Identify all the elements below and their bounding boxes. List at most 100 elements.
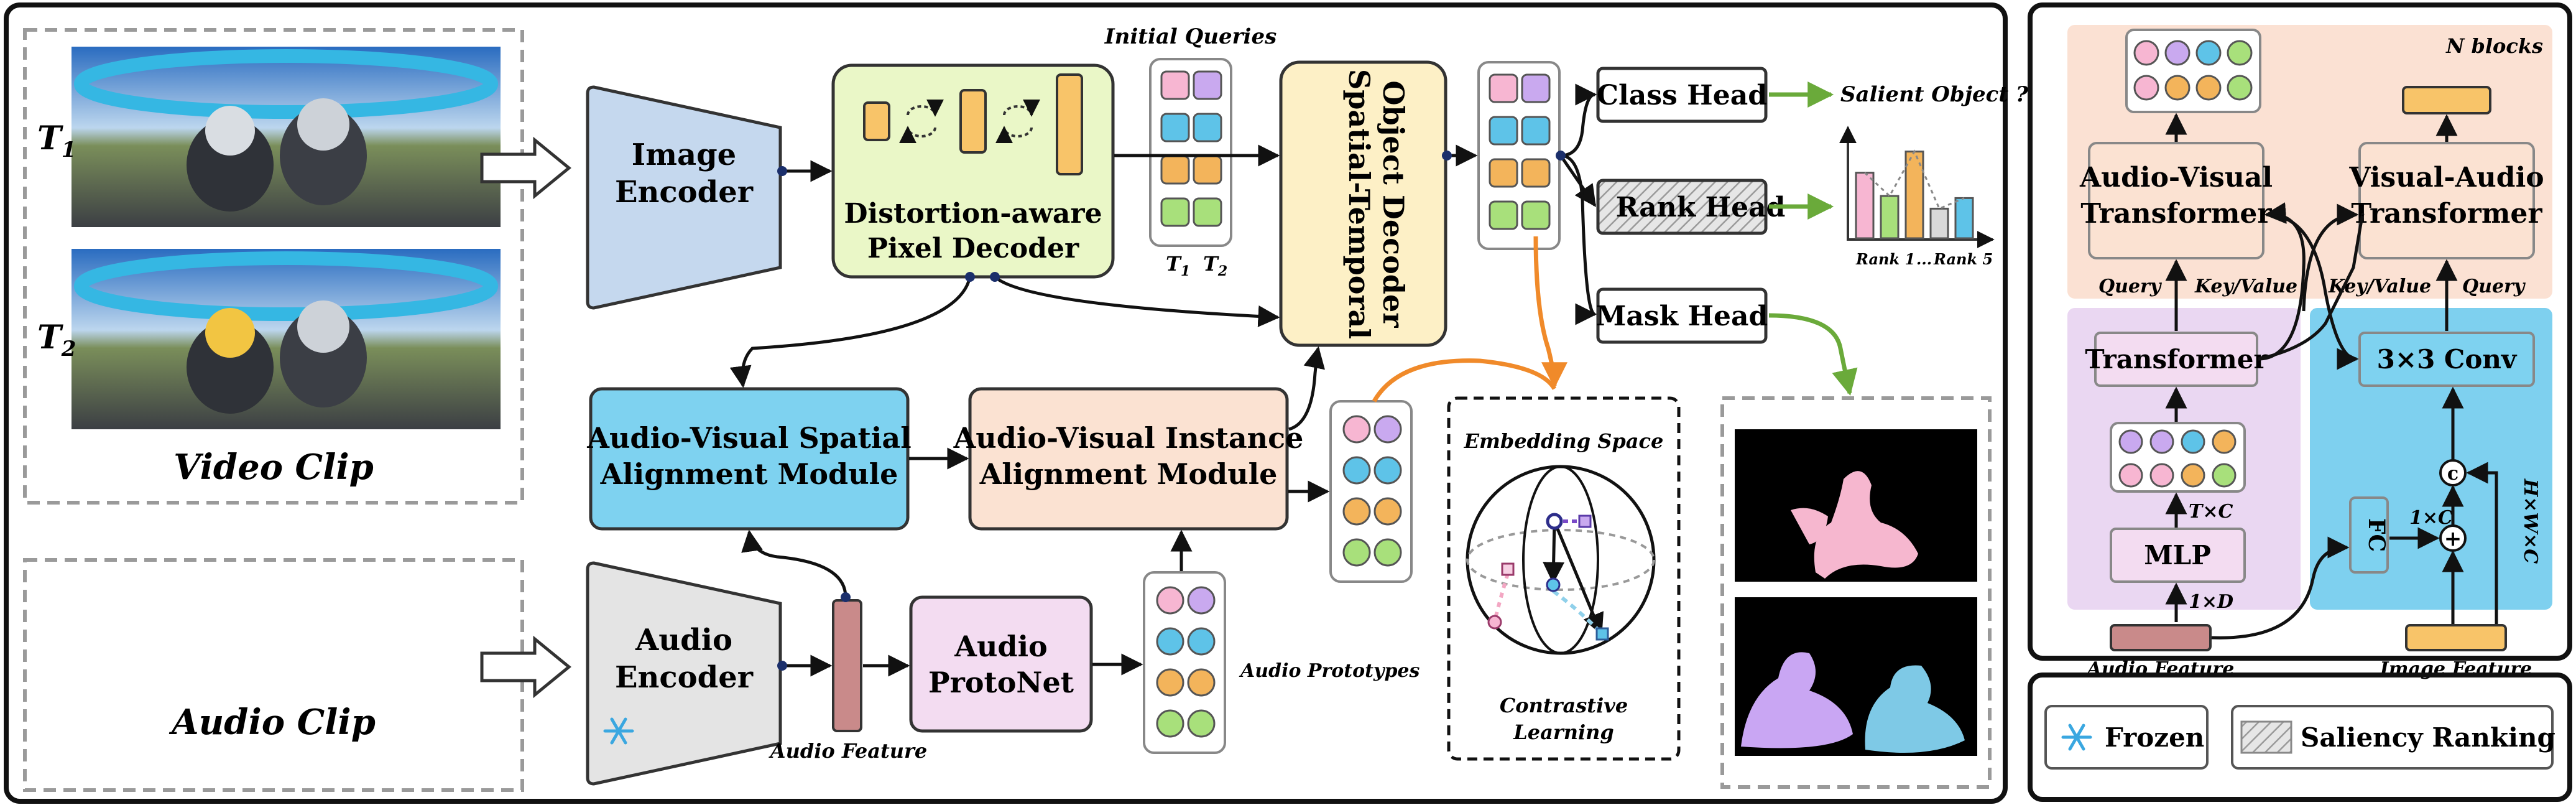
instance-query-token: [1342, 497, 1371, 526]
rank-head-label: Rank Head: [1616, 192, 1786, 223]
left-connectors: [729, 83, 1597, 677]
rank-axis-rank5: Rank 5: [1933, 250, 1993, 268]
mlp-output-token: [2118, 463, 2143, 488]
mlp-output-tokens-container: [2110, 422, 2246, 493]
concat-symbol: c: [2447, 463, 2458, 485]
va-output-feature: [2402, 86, 2491, 114]
av-output-token: [2133, 75, 2159, 101]
connector-dots: [777, 151, 1566, 671]
class-head-block: [1596, 67, 1768, 123]
av-output-token: [2195, 75, 2222, 101]
hwc-label: H×W×C: [2519, 478, 2541, 564]
rank-trend-line: [1863, 149, 1965, 210]
video-input-arrow: [480, 136, 571, 200]
av-spatial-label-1: Audio-Visual Spatial: [586, 421, 911, 455]
av-instance-label-2: Alignment Module: [979, 457, 1278, 491]
legend-frozen-item: [2044, 705, 2209, 770]
mask-output-2: [1735, 597, 1977, 756]
query-token: [1193, 155, 1222, 185]
audio-clip-frame: [23, 558, 524, 792]
query-token: [1160, 155, 1190, 185]
one-x-c-label: 1×C: [2409, 507, 2453, 529]
audio-prototype-tokens: [1156, 586, 1216, 738]
mlp-output-tokens: [2118, 429, 2237, 488]
mask-head-label: Mask Head: [1596, 300, 1768, 332]
mlp-output-token: [2118, 429, 2143, 454]
av-output-token: [2227, 40, 2253, 66]
rank-axis-rank1: Rank 1: [1855, 250, 1915, 268]
audio-encoder-block: [586, 561, 782, 786]
mlp-output-token: [2149, 463, 2174, 488]
contrastive-label-1: Contrastive: [1500, 694, 1628, 717]
st-decoder-block: [1279, 60, 1447, 347]
instance-query-token: [1373, 538, 1402, 567]
mlp-output-token: [2181, 463, 2205, 488]
decoded-query-tokens: [1489, 73, 1551, 230]
av-spatial-label-2: Alignment Module: [600, 457, 898, 491]
decoded-query-token: [1521, 200, 1551, 230]
waveform-icon: [57, 566, 490, 679]
fc-block: [2349, 496, 2389, 574]
legend-frozen-label: Frozen: [2105, 722, 2204, 753]
mlp-block: [2110, 528, 2246, 583]
audio-input-arrow: [480, 635, 571, 699]
st-decoder-label-2: Object Decoder: [1377, 81, 1410, 328]
decoded-query-token: [1521, 158, 1551, 188]
audio-feature-label: Audio Feature: [769, 739, 927, 763]
audio-prototype-token: [1187, 586, 1216, 615]
n-blocks-label: N blocks: [2445, 34, 2543, 58]
contrastive-arrow-bottom: [1372, 358, 1557, 403]
rp-image-feature-bar: [2405, 624, 2507, 651]
rank-bar: [1855, 172, 1875, 240]
audio-prototype-token: [1156, 586, 1184, 615]
rank-head-block: [1596, 179, 1768, 235]
transformer-label: Transformer: [2085, 344, 2268, 375]
instance-query-token: [1373, 497, 1402, 526]
instance-queries-container: [1329, 400, 1413, 583]
video-clip-frame: [23, 28, 524, 505]
legend-saliency-item: [2231, 705, 2554, 770]
detail-panel-frame: [2028, 2, 2572, 661]
av-output-token: [2133, 40, 2159, 66]
contrastive-label-2: Learning: [1513, 720, 1614, 744]
av-output-token: [2164, 40, 2191, 66]
frame-label-t2: T2: [37, 319, 76, 361]
audio-prototypes-container: [1143, 571, 1226, 754]
sphere-icon: [1466, 465, 1656, 655]
embedding-space-label: Embedding Space: [1464, 429, 1664, 453]
query-time-t1: T1: [1166, 252, 1190, 279]
txc-label: T×C: [2189, 501, 2233, 523]
conv-label: 3×3 Conv: [2377, 344, 2518, 375]
decoded-query-token: [1521, 116, 1551, 146]
transformer-block: [2094, 332, 2258, 387]
image-encoder-label-1: Image: [632, 137, 736, 172]
query-token: [1160, 197, 1190, 227]
one-x-d-label: 1×D: [2189, 591, 2233, 613]
av-instance-block: [968, 387, 1289, 531]
legend-snowflake-icon: [2061, 724, 2092, 751]
av-output-tokens-container: [2125, 29, 2261, 113]
key-value-label-left: Key/Value: [2194, 276, 2297, 297]
av-spatial-block: [589, 387, 910, 531]
query-token: [1193, 113, 1222, 142]
instance-query-token: [1342, 456, 1371, 485]
va-transformer-label-2: Transformer: [2351, 198, 2542, 230]
initial-query-tokens: [1160, 70, 1222, 227]
audio-protonet-label-1: Audio: [954, 630, 1047, 663]
rank-bar-chart: [1839, 126, 1995, 248]
audio-encoder-label-2: Encoder: [615, 660, 754, 695]
video-clip-label: Video Clip: [173, 447, 374, 488]
av-instance-label-1: Audio-Visual Instance: [953, 421, 1304, 455]
decoded-query-token: [1521, 73, 1551, 103]
av-output-token: [2227, 75, 2253, 101]
av-transformer-label-1: Audio-Visual: [2079, 162, 2273, 193]
instance-query-token: [1342, 538, 1371, 567]
legend-frame: [2028, 673, 2572, 802]
mask-head-output-arrow: [1768, 313, 1858, 396]
feature-pyramid: [863, 73, 1083, 175]
decoded-query-token: [1489, 200, 1518, 230]
audio-prototypes-label: Audio Prototypes: [1239, 660, 1420, 682]
decoded-query-token: [1489, 73, 1518, 103]
pixel-decoder-label-1: Distortion-aware: [844, 198, 1102, 230]
instance-query-token: [1342, 415, 1371, 444]
